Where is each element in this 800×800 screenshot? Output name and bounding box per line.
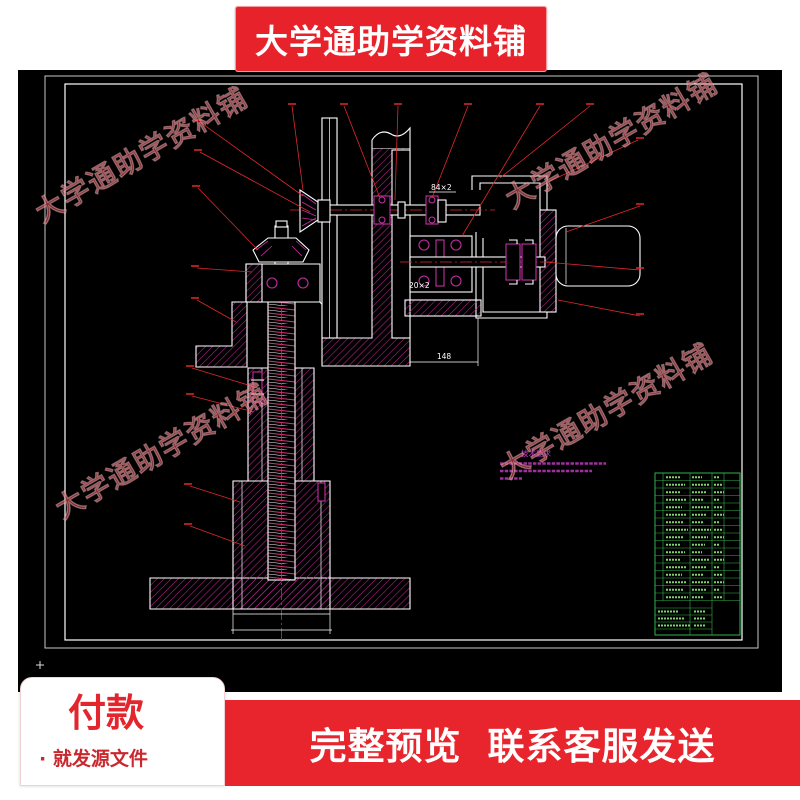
title-block-text-marks bbox=[658, 476, 724, 627]
coupling-bolts bbox=[509, 239, 534, 285]
upper-shaft-nut-left bbox=[397, 201, 406, 219]
housing-bearing-right bbox=[297, 277, 309, 289]
payment-subtitle: · 就发源文件 bbox=[39, 748, 148, 770]
title-block-border bbox=[654, 472, 741, 636]
upper-bearing-left-ball-top bbox=[378, 196, 386, 204]
coupling-right bbox=[521, 243, 537, 281]
dim-lower-fit-text: 20×2 bbox=[409, 281, 430, 290]
housing-bolt bbox=[317, 482, 326, 502]
upper-bearing-left-ball-bottom bbox=[378, 216, 386, 224]
technical-requirements: 技术要求 bbox=[500, 448, 606, 480]
promo-contact-text: 联系客服发送 bbox=[487, 725, 716, 768]
store-name: 大学通助学资料铺 bbox=[255, 22, 527, 61]
lower-support-plate bbox=[404, 299, 482, 317]
bevel-gear-upper-hub bbox=[317, 199, 331, 223]
lower-bearing-d bbox=[450, 275, 462, 287]
corner-mark bbox=[36, 661, 44, 669]
payment-title: 付款 bbox=[67, 691, 144, 735]
upper-bearing-right-ball-bottom bbox=[428, 216, 436, 224]
balloon-marks bbox=[184, 103, 644, 525]
tech-req-text-lines bbox=[500, 462, 606, 480]
payment-card: 付款 · 就发源文件 bbox=[20, 677, 225, 786]
outer-frame bbox=[44, 75, 759, 649]
title-block-grid bbox=[655, 473, 740, 635]
bevel-gear-upper-teeth bbox=[301, 193, 317, 227]
dim-span-text: 148 bbox=[437, 352, 452, 361]
part-leader-lines bbox=[189, 105, 641, 547]
inner-frame bbox=[64, 83, 743, 641]
lower-bearing-c bbox=[450, 239, 462, 251]
upper-bearing-right bbox=[425, 195, 439, 225]
promo-preview-text: 完整预览 bbox=[309, 725, 462, 768]
sleeve-bolt-head bbox=[251, 379, 264, 395]
upper-shaft-nut-right bbox=[437, 199, 447, 223]
motor-body bbox=[555, 225, 641, 287]
sleeve-bolt bbox=[252, 371, 263, 403]
upper-bearing-left bbox=[373, 195, 391, 225]
lower-bearing-b bbox=[418, 275, 430, 287]
part-leaders bbox=[184, 103, 644, 547]
store-banner: 大学通助学资料铺 bbox=[235, 6, 547, 72]
bevel-gear-lower-teeth bbox=[255, 240, 307, 257]
lower-bearing-a bbox=[418, 239, 430, 251]
bevel-gear-lower bbox=[252, 237, 310, 263]
gearbox-frame bbox=[471, 175, 548, 319]
title-block bbox=[654, 472, 741, 636]
dimensions bbox=[231, 191, 479, 634]
dim-base-lines bbox=[231, 609, 332, 634]
bevel-gear-lower-nut bbox=[275, 220, 288, 228]
tech-req-title: 技术要求 bbox=[521, 448, 551, 458]
promo-banner: 完整预览 联系客服发送 bbox=[225, 700, 800, 786]
coupling-left bbox=[505, 243, 521, 281]
dim-upper-fit-text: 84×2 bbox=[431, 183, 452, 192]
upper-shaft-bearings bbox=[373, 195, 439, 225]
column-inner-lines bbox=[241, 368, 322, 609]
housing-bearing-left bbox=[266, 277, 278, 289]
bracket-break-line bbox=[371, 126, 411, 148]
gear-housing-hatched-wall bbox=[245, 263, 263, 303]
dim-span-lines bbox=[409, 318, 479, 366]
